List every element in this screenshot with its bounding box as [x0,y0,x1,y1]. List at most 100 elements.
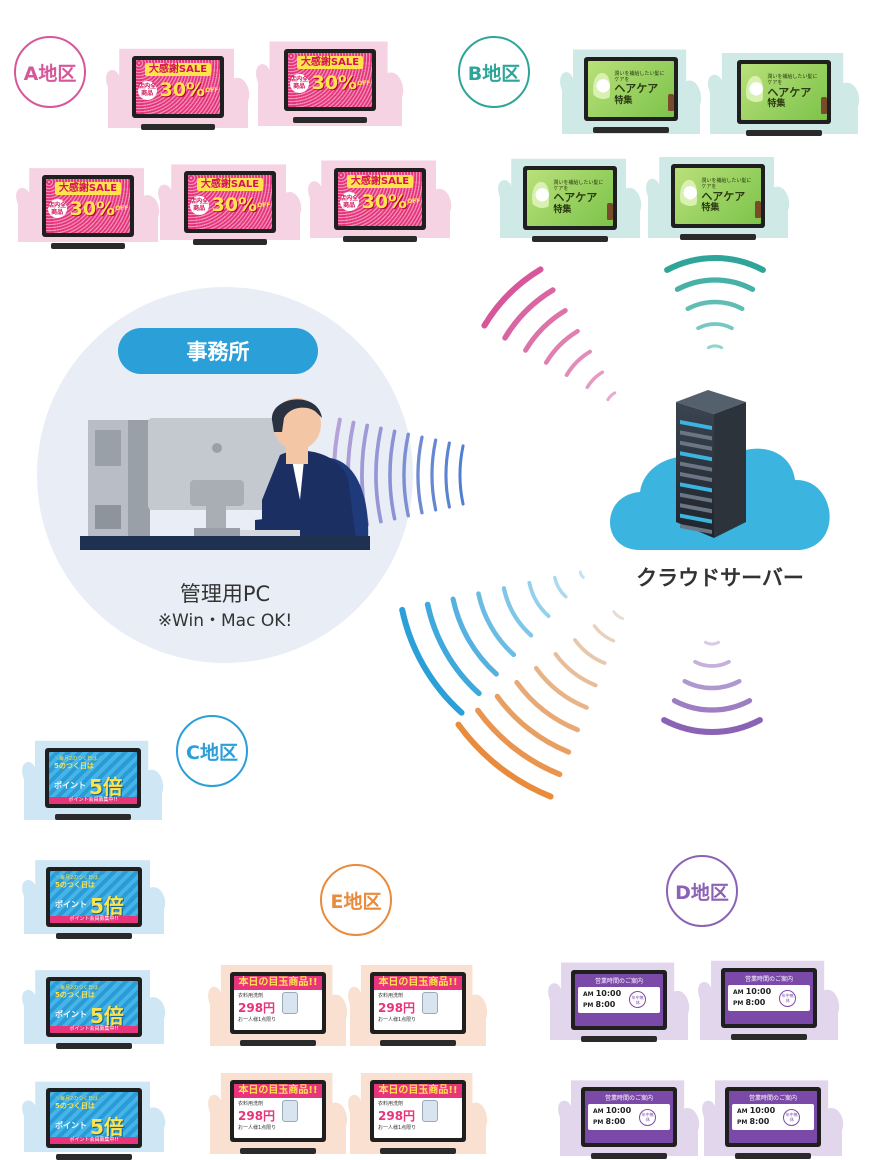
signage-stand [593,127,669,134]
signage-b-sub: 特集 [553,204,572,215]
region-a-signal-arc [502,287,556,341]
signage-stand [55,1154,133,1160]
signage-a-sub: 店内全商品 [339,192,359,212]
signage-b-screen: 潤いを補給したい髪にケアを ヘアケア 特集 [675,168,761,225]
region-d-badge: D地区 [666,855,738,927]
model-face-icon [593,73,611,106]
region-e-signal-arc [573,638,607,665]
server-slot [680,451,712,462]
store-a: 大感謝SALE 店内全商品 30% OFF [158,154,302,246]
region-a-signal-arc [543,328,580,365]
signage-display: 営業時間のご案内 AM 10:00 PM 8:00 年中無休 [571,969,667,1030]
signage-stand [746,130,822,137]
signage-a-screen: 大感謝SALE 店内全商品 30% OFF [136,60,220,114]
signage-c-line2: 5のつく日は [55,1102,95,1110]
signage-d-am-time: 10:00 [745,987,772,996]
office-signal-arc [402,432,411,518]
monitor-icon [148,418,286,536]
signage-c-line1: ＼毎月2のつく日は／ [55,1096,104,1102]
store-e: 本日の目玉商品!! 衣料用洗剤 298円 お一人様1点限り [348,954,488,1047]
store-a: 大感謝SALE 店内全商品 30% OFF [256,30,404,126]
detergent-icon [282,992,299,1015]
signage-c-big: 5倍 [90,1003,124,1028]
signage-a-title: 大感謝SALE [346,174,414,188]
signage-e-price: 298円 [378,1109,416,1124]
region-e-signal-arc [494,693,572,755]
signage-e-screen: 本日の目玉商品!! 衣料用洗剤 298円 お一人様1点限り [234,976,322,1031]
signage-stand [379,1148,457,1155]
store-e: 本日の目玉商品!! 衣料用洗剤 298円 お一人様1点限り [348,1062,488,1155]
signage-b-tagline: 潤いを補給したい髪にケアを [767,74,818,86]
server-slot [680,482,712,493]
signage-display: 本日の目玉商品!! 衣料用洗剤 298円 お一人様1点限り [230,1080,326,1143]
region-e-signal-arc [592,624,616,643]
region-e-signal-arc [612,610,625,621]
region-b-signal-arc [664,255,766,273]
signage-c-bar: ポイント会員募集中!! [50,1137,138,1144]
signage-e-label: 衣料用洗剤 [238,993,264,1000]
model-face-icon [680,180,698,213]
signage-display: 営業時間のご案内 AM 10:00 PM 8:00 年中無休 [725,1087,821,1148]
signage-stand [54,814,132,820]
signage-a-screen: 大感謝SALE 店内全商品 30% OFF [46,178,130,233]
signage-a-discount: 30% [311,72,358,95]
region-a-signal-arc [481,266,544,329]
signage-e-label: 衣料用洗剤 [238,1101,264,1108]
signage-d-badge: 年中無休 [779,989,797,1007]
signage-display: 大感謝SALE 店内全商品 30% OFF [184,171,276,234]
signage-a-screen: 大感謝SALE 店内全商品 30% OFF [338,171,422,226]
signage-stand [193,239,267,246]
signage-a-sub: 店内全商品 [137,80,157,100]
server-slot [680,472,712,482]
region-d-signal-arc [671,698,753,713]
region-c-signal-arc [578,570,585,579]
signage-display: 本日の目玉商品!! 衣料用洗剤 298円 お一人様1点限り [370,1080,466,1143]
signage-c-big: 5倍 [90,893,124,918]
signage-d-badge: 年中無休 [629,991,647,1009]
bottle-icon [607,203,613,220]
signage-e-title: 本日の目玉商品!! [374,976,462,991]
detergent-icon [422,1100,439,1123]
model-face-icon [532,182,550,214]
signage-d-am: AM [583,990,594,998]
region-e-signal-arc [553,652,598,688]
signage-d-title: 営業時間のご案内 [594,977,643,985]
office-signal-arc [388,429,397,521]
signage-stand [532,236,608,242]
signage-display: 潤いを補給したい髪にケアを ヘアケア 特集 [737,60,831,125]
signage-d-badge: 年中無休 [639,1108,657,1126]
server-label: クラウドサーバー [636,566,804,590]
signage-display: 本日の目玉商品!! 衣料用洗剤 298円 お一人様1点限り [370,972,466,1035]
region-c-signal-arc [399,606,465,716]
region-a-signal-arc [606,391,617,402]
signage-e-price: 298円 [238,1001,276,1016]
pc-label: 管理用PC [179,582,271,606]
signage-display: 本日の目玉商品!! 衣料用洗剤 298円 お一人様1点限り [230,972,326,1035]
detergent-icon [422,992,439,1015]
signage-c-line2: 5のつく日は [55,880,95,889]
region-d-signal-arc [682,678,742,691]
signage-b-tagline: 潤いを補給したい髪にケアを [553,179,604,192]
signage-a-title: 大感謝SALE [296,56,364,70]
signage-stand [141,124,215,130]
signage-a-sub: 店内全商品 [289,73,309,93]
signage-a-off: OFF [257,201,271,209]
store-d: 営業時間のご案内 AM 10:00 PM 8:00 年中無休 [558,1070,700,1160]
region-a-signal-arc [523,308,568,353]
signage-a-off: OFF [407,198,421,206]
signage-d-title: 営業時間のご案内 [744,976,793,983]
signage-a-discount: 30% [361,190,408,213]
signage-e-note: お一人様1点限り [378,1125,417,1132]
region-b-badge: B地区 [458,36,530,108]
signage-stand [55,932,133,939]
signage-d-title: 営業時間のご案内 [604,1095,653,1103]
